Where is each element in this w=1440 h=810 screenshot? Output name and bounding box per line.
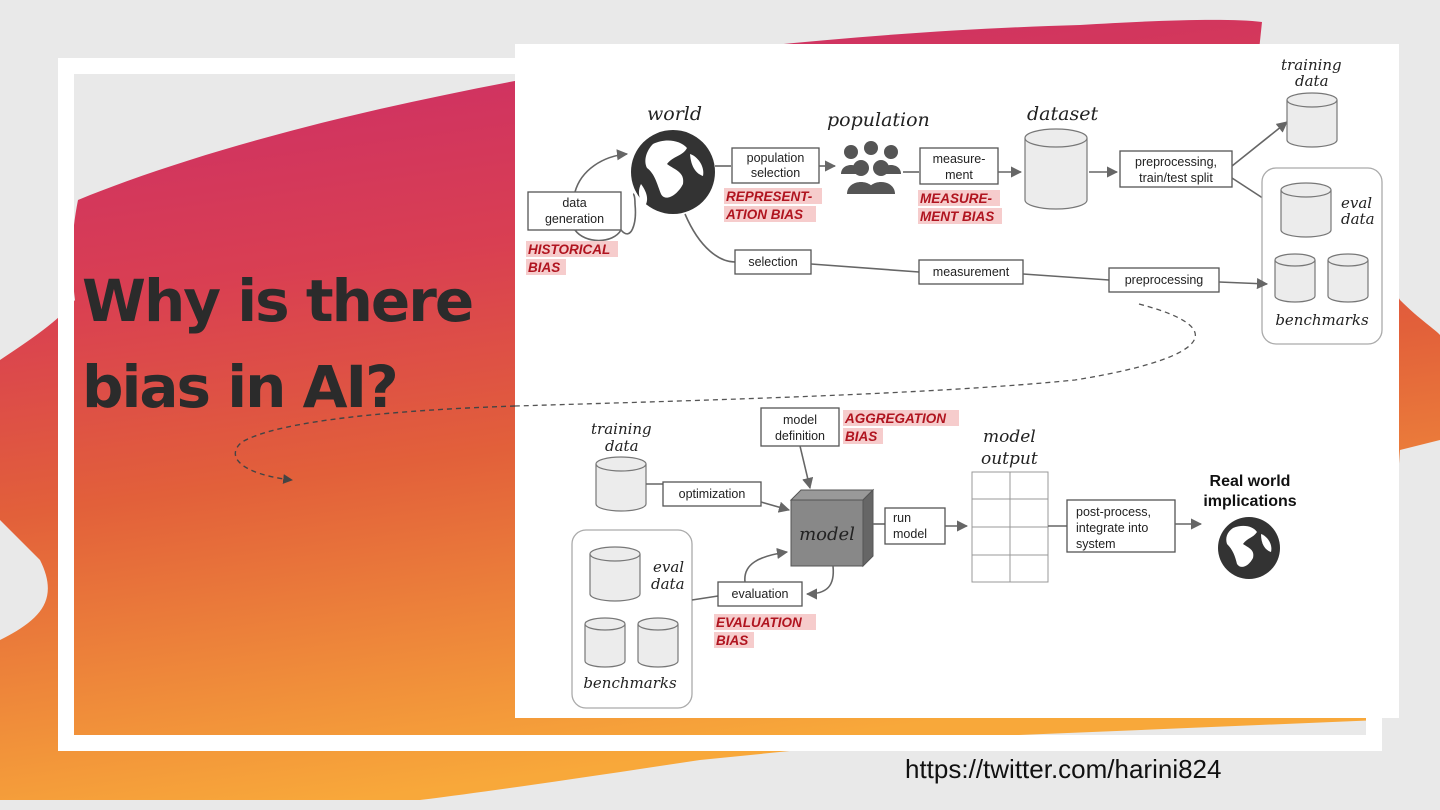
- measurement-bias-line2: MENT BIAS: [920, 209, 994, 224]
- preprocessing-split-line2: train/test split: [1139, 171, 1213, 185]
- real-world-globe-icon: [1218, 517, 1280, 579]
- run-model-line1: run: [893, 511, 911, 525]
- post-process-box: post-process, integrate into system: [1066, 499, 1176, 553]
- top-benchmark-cylinder-2-icon: [1327, 253, 1369, 303]
- top-eval-label-line2: data: [1341, 210, 1375, 228]
- evaluation-box: evaluation: [717, 581, 803, 607]
- top-training-label-line2: data: [1295, 72, 1329, 90]
- evaluation-bias-line1: EVALUATION: [716, 615, 802, 630]
- bottom-training-cylinder-icon: [595, 456, 647, 512]
- model-cube-icon: model: [789, 488, 875, 568]
- top-training-label-line1: training: [1281, 56, 1342, 74]
- measurement-box-lower: measurement: [918, 259, 1024, 285]
- top-benchmark-cylinder-1-icon: [1274, 253, 1316, 303]
- representation-bias-line2: ATION BIAS: [725, 207, 803, 222]
- dataset-cylinder-icon: [1024, 128, 1088, 210]
- model-definition-box: model definition: [760, 407, 840, 447]
- post-process-line2: integrate into: [1076, 521, 1148, 535]
- measurement-bias-line1: MEASURE-: [920, 191, 993, 206]
- people-icon: [841, 141, 901, 194]
- world-globe-icon: [631, 130, 715, 214]
- model-definition-line2: definition: [775, 429, 825, 443]
- dashed-connector-arrow: [234, 405, 516, 484]
- measurement-top-line2: ment: [945, 168, 973, 182]
- population-selection-box: population selection: [731, 147, 820, 184]
- ml-pipeline-diagram: world data generation HISTORICAL BIAS po…: [515, 56, 1383, 709]
- preprocessing-label: preprocessing: [1125, 273, 1204, 287]
- data-generation-line1: data: [562, 196, 586, 210]
- post-process-line3: system: [1076, 537, 1116, 551]
- population-selection-line1: population: [747, 151, 805, 165]
- top-eval-cylinder-icon: [1280, 182, 1332, 238]
- bottom-eval-label-line2: data: [651, 575, 685, 593]
- population-label: population: [827, 109, 930, 131]
- bottom-training-label-line2: data: [605, 437, 639, 455]
- measurement-box-top: measure- ment: [919, 147, 999, 185]
- real-world-line2: implications: [1203, 493, 1296, 510]
- diagram-panel: world data generation HISTORICAL BIAS po…: [515, 44, 1399, 718]
- run-model-box: run model: [884, 507, 946, 545]
- representation-bias-line1: REPRESENT-: [726, 189, 813, 204]
- evaluation-bias-line2: BIAS: [716, 633, 748, 648]
- bottom-benchmark-cylinder-2-icon: [637, 617, 679, 668]
- dataset-label: dataset: [1027, 103, 1098, 125]
- selection-box: selection: [734, 249, 812, 275]
- model-label: model: [799, 524, 855, 545]
- top-benchmarks-label: benchmarks: [1275, 311, 1369, 329]
- preprocessing-split-line1: preprocessing,: [1135, 155, 1217, 169]
- title-line-1: Why is there: [82, 267, 474, 335]
- aggregation-bias-line1: AGGREGATION: [844, 411, 946, 426]
- bottom-benchmarks-label: benchmarks: [583, 674, 677, 692]
- model-output-label-line2: output: [981, 449, 1038, 469]
- historical-bias-line2: BIAS: [528, 260, 560, 275]
- measurement-top-line1: measure-: [933, 152, 986, 166]
- population-selection-line2: selection: [751, 166, 800, 180]
- source-credit: https://twitter.com/harini824: [905, 754, 1222, 784]
- model-output-table: [971, 471, 1049, 583]
- historical-bias-line1: HISTORICAL: [528, 242, 610, 257]
- title-line-2: bias in AI?: [82, 353, 399, 421]
- bottom-eval-cylinder-icon: [589, 546, 641, 602]
- world-label: world: [647, 103, 702, 125]
- optimization-label: optimization: [679, 487, 746, 501]
- model-output-label-line1: model: [983, 427, 1036, 447]
- post-process-line1: post-process,: [1076, 505, 1151, 519]
- run-model-line2: model: [893, 527, 927, 541]
- bottom-eval-label-line1: eval: [653, 558, 684, 576]
- selection-label: selection: [748, 255, 797, 269]
- aggregation-bias-line2: BIAS: [845, 429, 877, 444]
- preprocessing-box: preprocessing: [1108, 267, 1220, 293]
- data-generation-line2: generation: [545, 212, 604, 226]
- top-training-cylinder-icon: [1286, 92, 1338, 148]
- bottom-benchmark-cylinder-1-icon: [584, 617, 626, 668]
- preprocessing-split-box: preprocessing, train/test split: [1119, 150, 1233, 188]
- real-world-line1: Real world: [1210, 473, 1291, 490]
- evaluation-label: evaluation: [732, 587, 789, 601]
- top-eval-label-line1: eval: [1341, 194, 1372, 212]
- data-generation-box: data generation: [527, 191, 622, 231]
- slide-title: Why is there bias in AI?: [82, 258, 502, 430]
- model-definition-line1: model: [783, 413, 817, 427]
- measurement-lower-label: measurement: [933, 265, 1010, 279]
- optimization-box: optimization: [662, 481, 762, 507]
- bottom-training-label-line1: training: [591, 420, 652, 438]
